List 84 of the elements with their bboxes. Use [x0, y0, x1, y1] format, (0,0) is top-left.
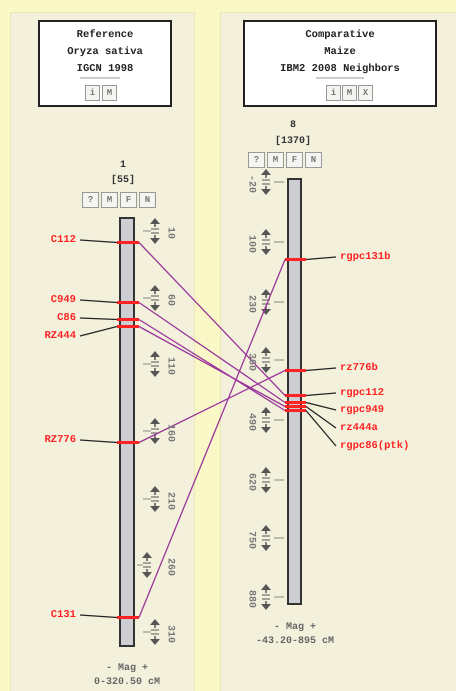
toolbar-button: N — [139, 192, 156, 208]
scale-value: 620 — [246, 473, 256, 491]
leader-line — [80, 239, 118, 244]
marker-label: rgpc131b — [340, 251, 390, 263]
toolbar-button: N — [305, 152, 322, 168]
marker-tick — [285, 394, 306, 397]
scale-value: 110 — [164, 357, 176, 375]
marker-tick — [117, 616, 139, 619]
marker-tick — [117, 325, 139, 328]
leader-line — [306, 402, 336, 411]
marker-tick — [117, 318, 139, 321]
map-range-text: -43.20-895 cM — [256, 636, 334, 648]
correspondence-line — [138, 302, 286, 404]
toolbar-button: M — [101, 192, 118, 208]
marker-tick — [117, 301, 139, 304]
map-title-text: IGCN 1998 — [76, 62, 134, 77]
correspondence-line — [138, 370, 286, 444]
scale-value: 750 — [246, 531, 256, 549]
marker-tick — [285, 401, 306, 404]
map-title-text: IBM2 2008 Neighbors — [279, 62, 401, 77]
map-title-text: Maize — [323, 45, 357, 60]
map-title-box — [38, 20, 172, 107]
marker-label: C131 — [50, 609, 76, 621]
scale-value: -20 — [246, 175, 256, 193]
leader-line — [306, 406, 336, 429]
marker-label: rz444a — [340, 422, 378, 434]
toolbar-button: i — [326, 85, 341, 101]
leader-line — [80, 299, 118, 304]
marker-label: RZ444 — [44, 330, 76, 342]
leader-line — [80, 317, 118, 320]
correspondence-line — [138, 259, 286, 618]
toolbar-button: ? — [248, 152, 265, 168]
feature-count: [55] — [111, 175, 135, 187]
toolbar-button: ? — [82, 192, 99, 208]
marker-tick — [285, 369, 306, 372]
marker-tick — [117, 441, 139, 444]
leader-line — [306, 410, 336, 446]
feature-count: [1370] — [275, 136, 311, 148]
leader-line — [80, 614, 118, 618]
map-title-text: Comparative — [304, 28, 376, 43]
leader-line — [80, 326, 118, 337]
marker-tick — [285, 405, 306, 408]
scale-value: 100 — [246, 235, 256, 253]
map-title-text: Reference — [76, 28, 134, 43]
marker-label: RZ776 — [44, 434, 76, 446]
chromosome-number: 1 — [120, 160, 126, 172]
marker-label: rz776b — [340, 362, 378, 374]
toolbar-button: M — [342, 85, 357, 101]
scale-value: 60 — [164, 294, 176, 306]
marker-tick — [285, 258, 306, 261]
toolbar-button: X — [358, 85, 373, 101]
map-range-text: 0-320.50 cM — [94, 677, 160, 689]
marker-label: rgpc949 — [340, 404, 384, 416]
scale-value: 880 — [246, 590, 256, 608]
marker-label: C949 — [50, 294, 76, 306]
leader-line — [80, 439, 118, 444]
toolbar-button: F — [286, 152, 303, 168]
scale-value: 310 — [164, 625, 176, 643]
scale-value: 230 — [246, 295, 256, 313]
toolbar-button: i — [85, 85, 100, 101]
marker-label: rgpc112 — [340, 387, 384, 399]
toolbar-button: M — [102, 85, 117, 101]
marker-label: rgpc86(ptk) — [340, 440, 410, 452]
leader-line — [306, 256, 336, 260]
scale-value: 360 — [246, 353, 256, 371]
leader-line — [306, 367, 336, 372]
scale-value: 490 — [246, 413, 256, 431]
scale-value: 10 — [164, 227, 176, 239]
magnification-control: - Mag + — [274, 622, 316, 634]
marker-label: C86 — [57, 312, 76, 324]
scale-value: 210 — [164, 492, 176, 510]
toolbar-button: F — [120, 192, 137, 208]
correspondence-line — [138, 242, 286, 396]
toolbar-button: M — [267, 152, 284, 168]
map-title-box — [243, 20, 437, 107]
map-title-text: Oryza sativa — [66, 45, 144, 60]
marker-tick — [117, 241, 139, 244]
magnification-control: - Mag + — [106, 663, 148, 675]
scale-value: 260 — [164, 558, 176, 576]
scale-value: 160 — [164, 424, 176, 442]
marker-tick — [285, 409, 306, 412]
marker-label: C112 — [50, 234, 76, 246]
leader-line — [306, 392, 336, 396]
chromosome-number: 8 — [290, 120, 296, 132]
